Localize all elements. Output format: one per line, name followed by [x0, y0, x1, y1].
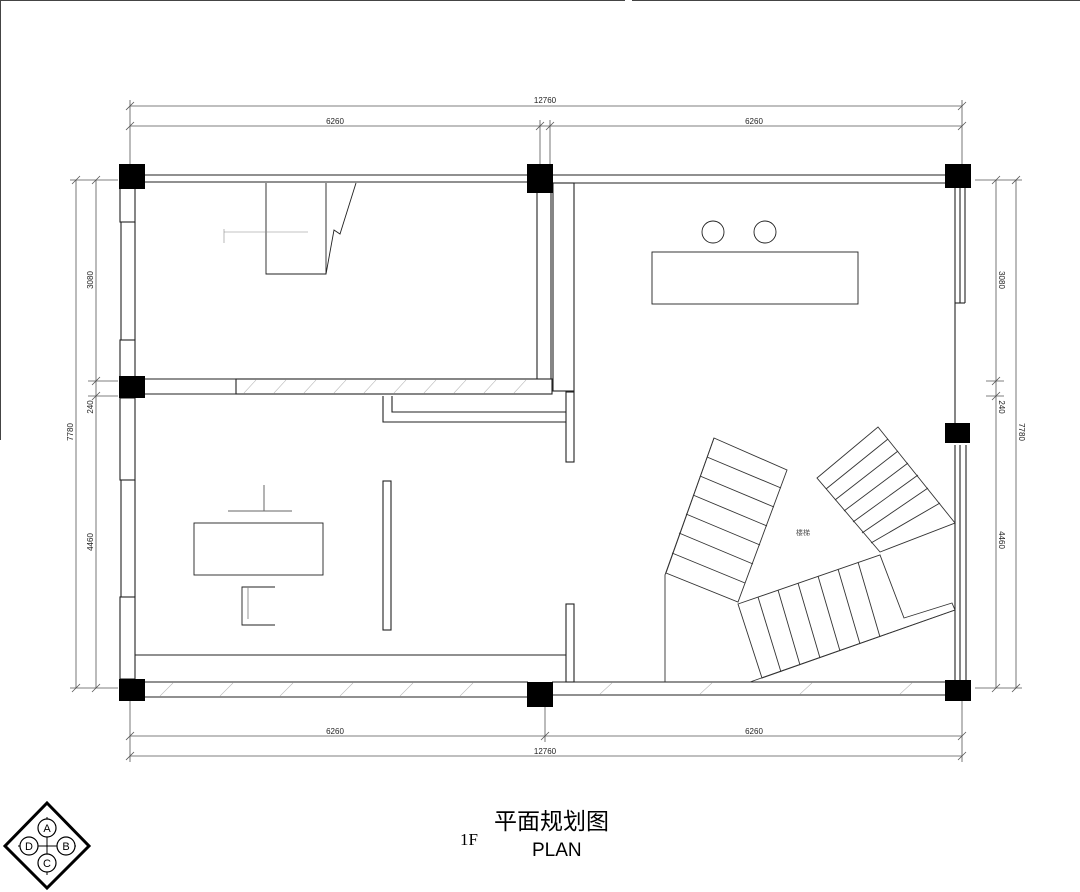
- furniture: [193, 182, 859, 626]
- dim-top-total: 12760: [534, 96, 557, 105]
- column: [945, 680, 971, 701]
- stair-flight: [816, 426, 956, 553]
- stair-flight: [737, 554, 956, 679]
- dim-right-lower: 4460: [997, 531, 1006, 549]
- exterior-walls: [119, 174, 967, 698]
- desk: [193, 522, 324, 576]
- compass-label-b: B: [62, 841, 69, 853]
- stair-flight: [665, 437, 788, 603]
- staircase-note: 楼梯: [796, 528, 810, 537]
- dim-top-right: 6260: [745, 117, 763, 126]
- dim-bottom-right: 6260: [745, 727, 763, 736]
- column: [119, 679, 145, 701]
- dim-left-lower: 4460: [86, 533, 95, 551]
- counter-table: [651, 251, 859, 305]
- title-block: 1F 平面规划图 PLAN: [460, 809, 609, 861]
- dim-left-total: 7780: [66, 423, 75, 441]
- stool: [701, 220, 725, 244]
- staircase: [664, 426, 956, 683]
- compass-label-a: A: [43, 823, 51, 835]
- compass-label-d: D: [25, 841, 33, 853]
- chair: [241, 586, 275, 626]
- column: [527, 682, 553, 707]
- dim-right-total: 7780: [1017, 423, 1026, 441]
- dim-right-mid: 240: [997, 400, 1006, 414]
- dim-right-upper: 3080: [997, 271, 1006, 289]
- stool: [753, 220, 777, 244]
- sheet-frame: [0, 0, 1080, 440]
- column: [945, 164, 971, 188]
- interior-walls: [135, 182, 575, 683]
- column: [527, 164, 553, 193]
- wall-hatching: [159, 379, 913, 697]
- dim-bottom-total: 12760: [534, 747, 557, 756]
- structural-columns: [119, 164, 971, 707]
- dim-top-left: 6260: [326, 117, 344, 126]
- column: [119, 164, 145, 189]
- column: [945, 423, 970, 443]
- dimension-lines: [70, 100, 1022, 762]
- dim-bottom-left: 6260: [326, 727, 344, 736]
- view-direction-compass: [2, 800, 92, 891]
- dim-left-mid: 240: [86, 400, 95, 414]
- column: [119, 376, 145, 398]
- upper-room-unit: [265, 183, 327, 275]
- compass-label-c: C: [43, 858, 51, 870]
- dimension-labels: 12760 6260 6260 6260 6260 12760 7780 308…: [66, 96, 1026, 756]
- dim-left-upper: 3080: [86, 271, 95, 289]
- floor-label: 1F: [460, 830, 478, 849]
- drawing-title-english: PLAN: [532, 840, 582, 861]
- drawing-title-chinese: 平面规划图: [494, 809, 609, 835]
